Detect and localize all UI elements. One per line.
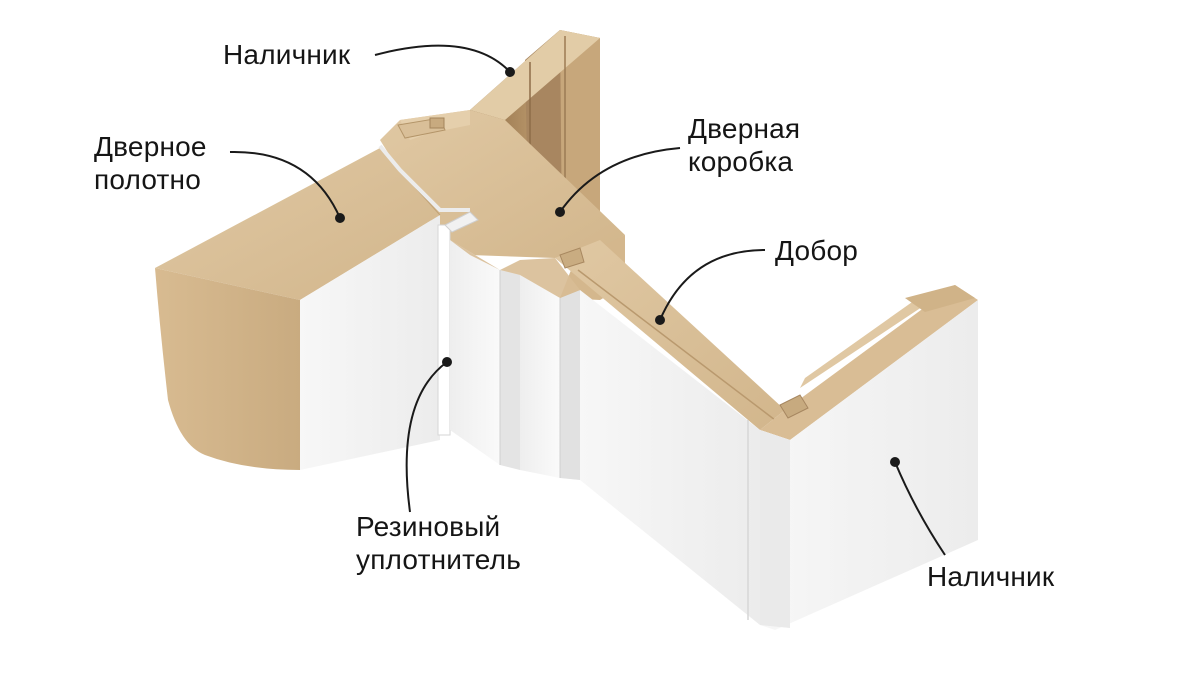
frame-profile xyxy=(450,240,580,480)
label-nalichnik-top: Наличник xyxy=(223,39,351,70)
callout-dot-dobor xyxy=(655,315,665,325)
callout-line-dobor xyxy=(659,249,766,321)
label-dvernoe-polotno: Дверное полотно xyxy=(94,131,207,195)
extension-board xyxy=(555,240,785,625)
bottom-casing xyxy=(760,285,978,630)
callout-dot-rezinoviy xyxy=(442,357,452,367)
callout-line-nalichnik-top xyxy=(374,44,511,73)
callout-dot-dvernaya-korobka xyxy=(555,207,565,217)
callout-dot-nalichnik-bottom xyxy=(890,457,900,467)
callout-line-dvernaya-korobka xyxy=(559,147,681,213)
callout-dots xyxy=(335,67,900,467)
door-leaf xyxy=(155,144,470,470)
callout-line-rezinoviy xyxy=(405,361,448,513)
callout-dot-dvernoe-polotno xyxy=(335,213,345,223)
label-nalichnik-bottom: Наличник xyxy=(927,561,1055,592)
callout-dot-nalichnik-top xyxy=(505,67,515,77)
callout-line-dvernoe-polotno xyxy=(229,150,341,219)
label-dvernaya-korobka: Дверная коробка xyxy=(688,113,801,177)
callout-lines xyxy=(229,44,946,556)
callout-line-nalichnik-bottom xyxy=(894,461,946,556)
label-rezinoviy-uplotnitel: Резиновый уплотнитель xyxy=(356,511,521,575)
label-dobor: Добор xyxy=(775,235,859,266)
